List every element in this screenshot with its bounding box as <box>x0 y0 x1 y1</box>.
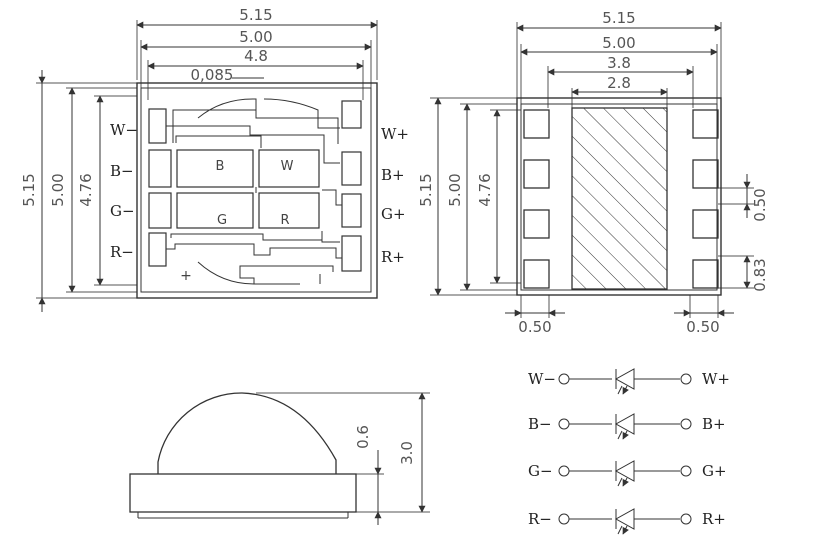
top-dim-4-8: 4.8 <box>244 47 268 65</box>
die-pad-g <box>176 192 254 229</box>
top-left-dim-5-15: 5.15 <box>20 173 38 206</box>
top-pin-b-plus: B+ <box>381 166 405 184</box>
schematic-row-b: B− B+ <box>528 413 726 439</box>
pad-letter-w: W <box>281 159 294 174</box>
top-left-dim-5-00: 5.00 <box>49 173 67 206</box>
schematic-r-minus: R− <box>528 510 552 528</box>
top-pin-w-minus: W− <box>110 121 138 139</box>
top-pin-g-minus: G− <box>110 202 135 220</box>
bottom-right-dim-0-83: 0.83 <box>751 258 769 291</box>
side-dim-0-6: 0.6 <box>354 425 372 449</box>
schematic-b-minus: B− <box>528 415 552 433</box>
top-pin-g-plus: G+ <box>381 205 406 223</box>
pad-letter-g: G <box>217 213 227 228</box>
schematic-g-minus: G− <box>528 462 553 480</box>
bottom-package-outline <box>516 97 722 296</box>
package-base <box>129 473 357 513</box>
schematic-row-w: W− W+ <box>528 368 730 394</box>
top-package-outline <box>136 82 378 299</box>
pad-letter-b: B <box>216 159 225 174</box>
schematic-w-plus: W+ <box>702 370 730 388</box>
top-pin-r-plus: R+ <box>381 248 405 266</box>
top-pin-w-plus: W+ <box>381 125 409 143</box>
bottom-dim-5-15: 5.15 <box>602 9 635 27</box>
bottom-view: 5.15 5.00 3.8 2.8 5.15 5.00 4.76 0.50 0.… <box>417 9 769 336</box>
die-pad-r <box>258 192 320 229</box>
bottom-dim-5-00: 5.00 <box>602 34 635 52</box>
schematic-g-plus: G+ <box>702 462 727 480</box>
top-dim-5-00: 5.00 <box>239 28 272 46</box>
bottom-dim-3-8: 3.8 <box>607 54 631 72</box>
schematic-w-minus: W− <box>528 370 556 388</box>
bottom-dim-0-50-left: 0.50 <box>518 318 551 336</box>
bottom-dim-0-50-right: 0.50 <box>686 318 719 336</box>
polarity-plus-mark: + <box>180 268 192 284</box>
bottom-left-dim-4-76: 4.76 <box>476 173 494 206</box>
pad-letter-r: R <box>280 213 289 228</box>
die-pad-b <box>176 149 254 188</box>
bottom-left-dim-5-00: 5.00 <box>446 173 464 206</box>
bottom-right-dim-0-50: 0.50 <box>751 188 769 221</box>
top-view: 5.15 5.00 4.8 0,085 5.15 5.00 4.76 B <box>20 6 409 312</box>
side-dim-3-0: 3.0 <box>398 441 416 465</box>
lens-dome <box>157 392 337 474</box>
side-view: 0.6 3.0 <box>129 392 430 525</box>
bottom-left-dim-5-15: 5.15 <box>417 173 435 206</box>
top-dim-0-085: 0,085 <box>191 66 234 84</box>
schematic-r-plus: R+ <box>702 510 726 528</box>
die-pad-w <box>258 149 320 188</box>
top-left-dim-4-76: 4.76 <box>77 173 95 206</box>
top-dim-5-15: 5.15 <box>239 6 272 24</box>
schematic-row-g: G− G+ <box>528 460 727 486</box>
schematic-row-r: R− R+ <box>528 508 726 534</box>
led-schematic: W− W+ B− B+ G− <box>528 368 730 534</box>
schematic-b-plus: B+ <box>702 415 726 433</box>
bottom-dim-2-8: 2.8 <box>607 74 631 92</box>
top-pin-b-minus: B− <box>110 162 134 180</box>
top-pin-r-minus: R− <box>110 243 134 261</box>
thermal-pad-hatched <box>571 107 668 290</box>
